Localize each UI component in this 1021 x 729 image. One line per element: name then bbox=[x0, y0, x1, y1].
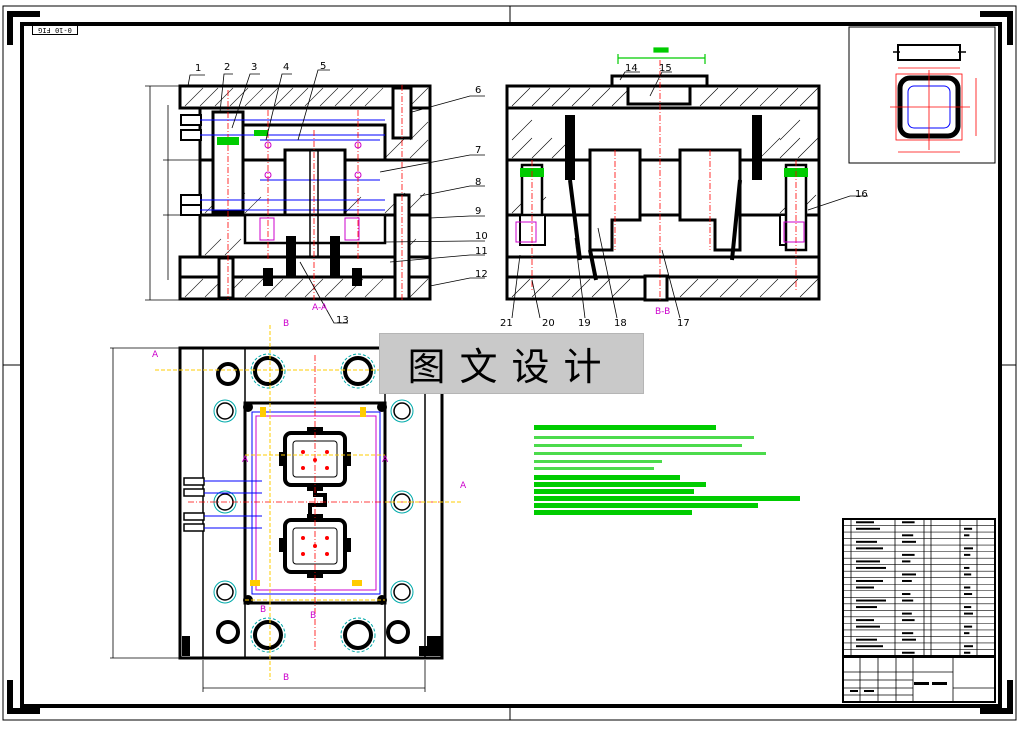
parts-list-cell-mark bbox=[964, 547, 973, 550]
parts-list-cell-mark bbox=[856, 579, 883, 582]
parts-list-cell-mark bbox=[964, 534, 970, 537]
parts-list-cell-mark bbox=[964, 593, 973, 596]
balloon-5: 5 bbox=[320, 61, 326, 72]
parts-list-cell-mark bbox=[856, 566, 886, 569]
parts-list-cell-mark bbox=[902, 534, 914, 537]
balloon-21: 21 bbox=[500, 318, 513, 329]
parts-list-cell-mark bbox=[856, 540, 877, 543]
section-marker-b-mid2: B bbox=[310, 611, 316, 621]
section-marker-a-mid2: A bbox=[242, 455, 249, 465]
parts-list-cell-mark bbox=[964, 612, 973, 615]
corner-marks bbox=[7, 11, 1013, 714]
plan-view: A A A A B B B B bbox=[110, 319, 467, 692]
parts-list-cell-mark bbox=[902, 573, 916, 576]
parts-list-cell-mark bbox=[902, 521, 915, 524]
drawing-number-box: 0-10 FIG bbox=[32, 24, 78, 35]
balloon-8: 8 bbox=[475, 177, 481, 188]
balloon-3: 3 bbox=[251, 62, 257, 73]
part-detail-view bbox=[848, 26, 996, 164]
parts-list-cell-mark bbox=[902, 612, 912, 615]
section-view-bb: 14 15 16 17 18 19 20 21 B-B bbox=[500, 47, 868, 329]
balloon-14: 14 bbox=[625, 63, 638, 74]
parts-list-cell-mark bbox=[902, 599, 914, 602]
balloon-13: 13 bbox=[336, 315, 349, 326]
parts-list-cell-mark bbox=[964, 606, 972, 609]
section-marker-a-mid1: A bbox=[382, 455, 389, 465]
balloon-18: 18 bbox=[614, 318, 627, 329]
parts-list-cell-mark bbox=[856, 606, 877, 609]
balloon-12: 12 bbox=[475, 269, 488, 280]
balloon-labels-aa: 1 2 3 4 5 6 7 8 9 10 11 12 13 A-A bbox=[195, 61, 488, 326]
parts-list-cell-mark bbox=[856, 560, 880, 563]
parts-list-cell-mark bbox=[856, 547, 883, 550]
balloon-16: 16 bbox=[855, 189, 868, 200]
parts-list-cell-mark bbox=[964, 632, 970, 635]
section-marker-b-top: B bbox=[283, 319, 289, 329]
section-marker-a-right: A bbox=[460, 481, 467, 491]
section-label-bb: B-B bbox=[655, 307, 670, 317]
parts-list-cell-mark bbox=[964, 566, 970, 569]
section-marker-a-left: A bbox=[152, 350, 159, 360]
parts-list-cell-mark bbox=[856, 638, 877, 641]
parts-list-cell-mark bbox=[902, 651, 915, 654]
parts-list-cell-mark bbox=[856, 586, 874, 589]
balloon-9: 9 bbox=[475, 206, 481, 217]
parts-list-cell-mark bbox=[964, 625, 973, 628]
section-markers: A A A A B B B B bbox=[152, 319, 467, 683]
balloon-7: 7 bbox=[475, 145, 481, 156]
parts-list-cell-mark bbox=[856, 521, 874, 524]
balloon-15: 15 bbox=[659, 63, 672, 74]
parts-list-cell-mark bbox=[902, 540, 916, 543]
plan-bolts bbox=[213, 353, 414, 653]
parts-list-cell-mark bbox=[902, 638, 916, 641]
parts-list-cell-mark bbox=[902, 560, 911, 563]
parts-list-cell-mark bbox=[902, 632, 914, 635]
parts-list-cell-mark bbox=[964, 527, 973, 530]
technical-notes bbox=[534, 425, 800, 515]
parts-list-cell-mark bbox=[856, 625, 880, 628]
section-view-aa: 1 2 3 4 5 6 7 8 9 10 11 12 13 A-A bbox=[145, 61, 488, 326]
balloon-19: 19 bbox=[578, 318, 591, 329]
parts-list-cell-mark bbox=[902, 619, 915, 622]
parts-list-cell-mark bbox=[902, 553, 915, 556]
balloon-labels-bb: 14 15 16 17 18 19 20 21 B-B bbox=[500, 63, 868, 329]
balloon-20: 20 bbox=[542, 318, 555, 329]
parts-list-table bbox=[842, 518, 996, 703]
section-marker-b-bottom: B bbox=[283, 673, 289, 683]
parts-list-cell-mark bbox=[856, 527, 880, 530]
parts-list-cell-mark bbox=[964, 586, 971, 589]
parts-list-cell-mark bbox=[856, 599, 886, 602]
section-label-aa: A-A bbox=[312, 303, 328, 313]
section-marker-b-mid1: B bbox=[260, 605, 266, 615]
parts-list-cell-mark bbox=[856, 645, 883, 648]
balloon-10: 10 bbox=[475, 231, 488, 242]
balloon-11: 11 bbox=[475, 246, 488, 257]
parts-list-cell-mark bbox=[902, 593, 911, 596]
parts-list-cell-mark bbox=[964, 573, 972, 576]
parts-list-cell-mark bbox=[964, 553, 971, 556]
balloon-6: 6 bbox=[475, 85, 481, 96]
parts-list-cell-mark bbox=[902, 579, 912, 582]
balloon-1: 1 bbox=[195, 63, 201, 74]
parts-list-cell-mark bbox=[964, 651, 971, 654]
parts-list-cell-mark bbox=[964, 645, 973, 648]
parts-list-cell-mark bbox=[856, 619, 874, 622]
balloon-4: 4 bbox=[283, 62, 289, 73]
watermark-banner: 图文设计 bbox=[379, 333, 644, 394]
balloon-17: 17 bbox=[677, 318, 690, 329]
balloon-2: 2 bbox=[224, 62, 230, 73]
